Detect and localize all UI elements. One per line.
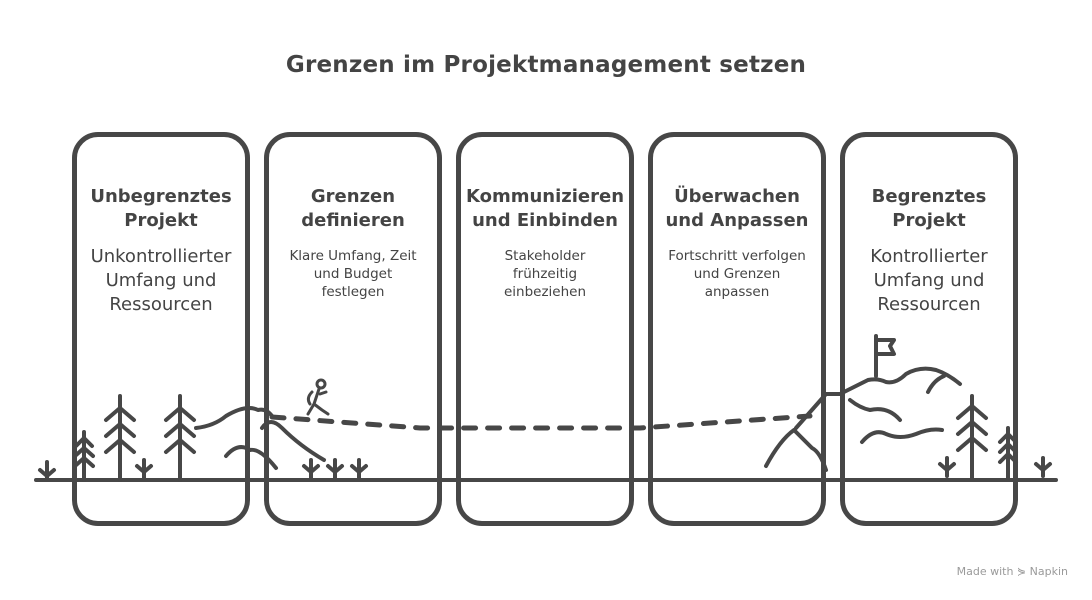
- heading-line: Unbegrenztes: [90, 186, 232, 207]
- heading-line: und Einbinden: [472, 210, 618, 231]
- description-line: Fortschritt verfolgen: [668, 248, 806, 264]
- description-line: Stakeholder: [504, 248, 586, 264]
- card-description: Unkontrollierter Umfang und Ressourcen: [83, 245, 239, 317]
- heading-line: Projekt: [892, 210, 966, 231]
- description-line: und Grenzen: [693, 266, 781, 282]
- description-line: Ressourcen: [877, 294, 981, 315]
- card-kommunizieren-einbinden: Kommunizieren und Einbinden Stakeholder …: [455, 131, 635, 527]
- card-heading: Kommunizieren und Einbinden: [461, 185, 629, 233]
- card-description: Stakeholder frühzeitig einbeziehen: [467, 247, 623, 301]
- card-begrenztes-projekt: Begrenztes Projekt Kontrollierter Umfang…: [839, 131, 1019, 527]
- description-line: Ressourcen: [109, 294, 213, 315]
- card-description: Klare Umfang, Zeit und Budget festlegen: [275, 247, 431, 301]
- card-description: Fortschritt verfolgen und Grenzen anpass…: [659, 247, 815, 301]
- card-description: Kontrollierter Umfang und Ressourcen: [851, 245, 1007, 317]
- card-grenzen-definieren: Grenzen definieren Klare Umfang, Zeit un…: [263, 131, 443, 527]
- heading-line: definieren: [301, 210, 405, 231]
- card-heading: Überwachen und Anpassen: [653, 185, 821, 233]
- card-unbegrenztes-projekt: Unbegrenztes Projekt Unkontrollierter Um…: [71, 131, 251, 527]
- card-heading: Unbegrenztes Projekt: [77, 185, 245, 233]
- description-line: Kontrollierter: [870, 246, 988, 267]
- napkin-credit[interactable]: Made with ⋟ Napkin: [956, 565, 1068, 578]
- heading-line: und Anpassen: [665, 210, 809, 231]
- diagram-title: Grenzen im Projektmanagement setzen: [285, 52, 807, 78]
- card-heading: Grenzen definieren: [269, 185, 437, 233]
- description-line: und Budget: [313, 266, 393, 282]
- heading-line: Kommunizieren: [465, 186, 625, 207]
- heading-line: Überwachen: [674, 186, 800, 207]
- card-heading: Begrenztes Projekt: [845, 185, 1013, 233]
- card-ueberwachen-anpassen: Überwachen und Anpassen Fortschritt verf…: [647, 131, 827, 527]
- description-line: Umfang und: [105, 270, 217, 291]
- heading-line: Begrenztes: [871, 186, 987, 207]
- description-line: Unkontrollierter: [90, 246, 232, 267]
- description-line: festlegen: [321, 284, 385, 300]
- description-line: einbeziehen: [503, 284, 587, 300]
- heading-line: Projekt: [124, 210, 198, 231]
- heading-line: Grenzen: [310, 186, 396, 207]
- description-line: Klare Umfang, Zeit: [289, 248, 417, 264]
- description-line: Umfang und: [873, 270, 985, 291]
- description-line: anpassen: [704, 284, 770, 300]
- description-line: frühzeitig: [512, 266, 578, 282]
